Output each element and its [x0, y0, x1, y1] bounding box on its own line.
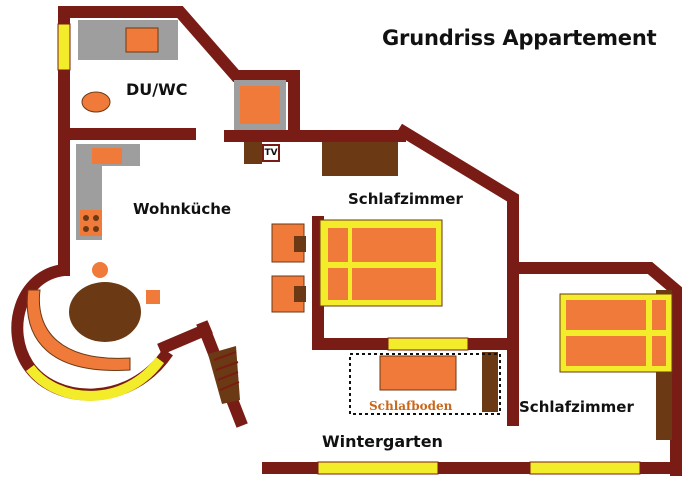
stove	[80, 210, 102, 236]
stool-1	[92, 262, 108, 278]
wall-curve-end	[157, 322, 213, 355]
schlafboden-bed	[379, 355, 457, 391]
dining-area	[26, 262, 160, 371]
bed-1	[271, 219, 443, 313]
window-winter-2	[529, 461, 641, 475]
bed-2	[559, 293, 673, 373]
shower-inner	[240, 86, 280, 124]
window-winter-1	[317, 461, 439, 475]
window-bed1	[387, 337, 469, 351]
dining-table	[69, 282, 141, 342]
kitchen-sink	[92, 148, 122, 164]
schlafboden-outline	[349, 353, 501, 415]
window-curve	[26, 356, 165, 401]
toilet	[81, 91, 111, 113]
window-bath	[57, 23, 71, 71]
kitchen	[76, 144, 140, 240]
cabinets	[244, 142, 672, 440]
room-label-schlafzimmer-1: Schlafzimmer	[348, 190, 463, 208]
washbasin	[125, 27, 159, 53]
cabinet-tv	[244, 142, 262, 164]
cabinet-winter	[482, 352, 498, 412]
room-label-schlafboden: Schlafboden	[369, 399, 453, 413]
wall-bed2-top	[514, 262, 682, 476]
windows	[57, 23, 641, 475]
room-label-schlafzimmer-2: Schlafzimmer	[519, 398, 634, 416]
stool-2	[146, 290, 160, 304]
bathroom-fixtures	[78, 20, 286, 130]
page-title: Grundriss Appartement	[382, 26, 657, 50]
corner-bench	[26, 289, 131, 371]
wall-bath-top	[58, 6, 300, 142]
wall-bed1-right	[395, 123, 519, 274]
tv-label: TV	[262, 144, 280, 162]
room-label-wintergarten: Wintergarten	[322, 432, 443, 451]
room-label-wohnkueche: Wohnküche	[133, 200, 232, 218]
room-label-du-wc: DU/WC	[126, 80, 188, 99]
wardrobe-bed1	[322, 142, 398, 176]
stairs	[208, 346, 240, 404]
